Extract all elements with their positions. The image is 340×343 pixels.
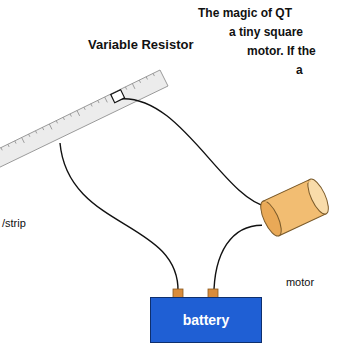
label-box: a xyxy=(296,63,303,77)
note-text: a tiny square xyxy=(229,25,303,39)
strip-tick xyxy=(70,114,71,117)
strip-tick xyxy=(84,107,85,110)
strip-tick xyxy=(49,124,52,129)
label-box: Variable Resistor xyxy=(88,37,194,52)
strip-tick xyxy=(77,111,80,116)
motor-symbol xyxy=(257,176,333,238)
strip-ticks xyxy=(0,73,154,156)
strip-tick xyxy=(139,80,140,83)
note-text: a xyxy=(296,63,303,77)
resistor-strip xyxy=(0,70,168,170)
strip-tick xyxy=(105,97,108,102)
label-box: a tiny square xyxy=(229,25,303,39)
note-text: motor. If the xyxy=(247,44,316,58)
strip-tick xyxy=(1,148,2,151)
wire xyxy=(118,99,268,207)
strip-tick xyxy=(56,121,57,124)
strip-tick xyxy=(91,104,92,107)
note-text: /strip xyxy=(2,217,26,229)
strip-tick xyxy=(42,127,43,130)
motor-node: motor xyxy=(262,170,338,290)
label-box: /strip xyxy=(2,217,26,229)
motor-body xyxy=(263,180,311,203)
strip-tick xyxy=(132,84,135,89)
strip-tick xyxy=(146,77,147,80)
label-box: motor. If the xyxy=(247,44,316,58)
part-title: Variable Resistor xyxy=(88,37,194,52)
strip-tick xyxy=(125,87,126,90)
slider xyxy=(111,90,125,103)
strip-tick xyxy=(153,73,154,76)
strip-tick xyxy=(98,100,99,103)
strip-tick xyxy=(8,144,9,147)
strip-tick xyxy=(36,131,37,134)
strip-tick xyxy=(22,138,25,143)
strip-tick xyxy=(15,141,16,144)
battery-box: battery xyxy=(150,297,262,343)
wire xyxy=(214,225,262,297)
motor-end xyxy=(257,198,286,238)
node-text: motor xyxy=(286,276,314,288)
label-box: The magic of QT xyxy=(198,6,292,20)
wire xyxy=(60,143,178,292)
strip-tick xyxy=(29,134,30,137)
resistor-strip xyxy=(0,70,168,170)
strip-tick xyxy=(63,117,64,120)
node-text: battery xyxy=(183,312,230,328)
note-text: The magic of QT xyxy=(198,6,292,20)
